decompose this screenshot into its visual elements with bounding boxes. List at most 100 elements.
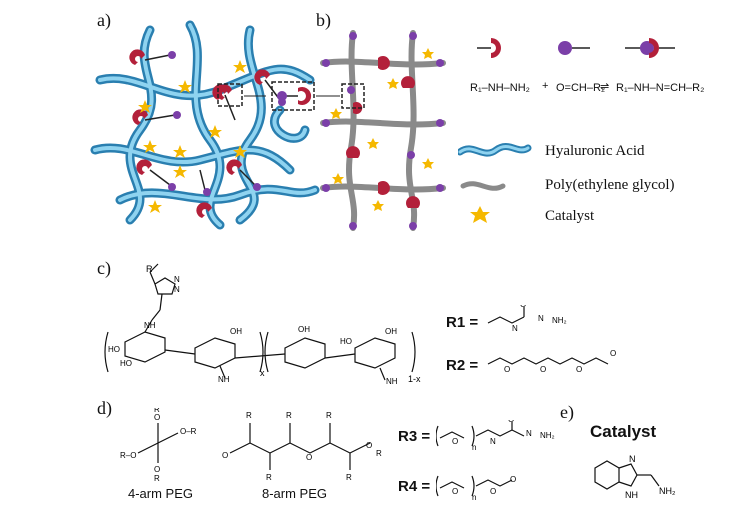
legend-shapes [477, 38, 675, 58]
svg-text:NH: NH [386, 377, 398, 386]
zoom-box-inset [271, 81, 315, 111]
svg-text:NH: NH [218, 375, 230, 384]
hydrazide-ends [322, 32, 444, 230]
svg-text:N: N [490, 437, 496, 446]
zoom-inset [244, 81, 340, 111]
ha-backbone-structure: R N N NH HO HO OH NH OH HO OH NH x 1-x [104, 263, 421, 386]
svg-text:NH: NH [144, 321, 156, 330]
zoom-box-a [217, 83, 243, 107]
reaction-aldehyde: O=CH–R₂ [556, 82, 606, 94]
sugar-ring-2 [194, 337, 236, 369]
catalyst-title: Catalyst [590, 422, 657, 441]
r1-label: R1 = [446, 314, 479, 331]
legend-catalyst-label: Catalyst [545, 208, 595, 224]
svg-text:O: O [490, 487, 496, 496]
r3-label: R3 = [398, 428, 431, 445]
svg-text:NH₂: NH₂ [552, 316, 567, 325]
r4-repeat-n: n [472, 493, 476, 502]
svg-text:R: R [376, 449, 382, 458]
svg-text:O: O [504, 365, 510, 374]
svg-text:N: N [174, 275, 180, 284]
svg-text:O: O [222, 451, 228, 460]
svg-text:N: N [174, 285, 180, 294]
svg-text:R: R [286, 411, 292, 420]
svg-text:HO: HO [120, 359, 132, 368]
r4-structure: O n O O [436, 475, 516, 502]
svg-text:O–R: O–R [180, 427, 197, 436]
peg-network [320, 30, 446, 231]
svg-text:O: O [520, 305, 526, 309]
crosslinks [129, 49, 286, 218]
triazole-ring [154, 277, 176, 295]
catalyst-n: N [629, 454, 636, 464]
panel-label-a: a) [97, 10, 111, 30]
svg-text:OH: OH [385, 327, 397, 336]
aldehyde-end [298, 87, 312, 105]
svg-text:O: O [510, 475, 516, 484]
panel-label-b: b) [316, 10, 331, 30]
ha-strands [90, 20, 320, 230]
panel-label-c: c) [97, 258, 111, 278]
legend-product-aldehyde-icon [649, 38, 659, 58]
legend-product-hydrazide-icon [640, 41, 654, 55]
svg-text:R: R [266, 473, 272, 482]
svg-text:N: N [512, 324, 518, 333]
eight-arm-peg-label: 8-arm PEG [262, 486, 328, 501]
r3-repeat-n: n [472, 443, 476, 452]
catalyst-nh2: NH₂ [659, 486, 676, 496]
zoom-box-b [341, 83, 365, 109]
svg-text:O: O [154, 465, 160, 474]
svg-text:O: O [154, 413, 160, 422]
legend-icons [458, 142, 532, 223]
svg-text:N: N [538, 314, 544, 323]
svg-text:OH: OH [298, 325, 310, 334]
reaction-plus: + [542, 80, 549, 92]
svg-text:HO: HO [340, 337, 352, 346]
hyaluronic-acid-network [90, 20, 320, 230]
hydrazide-end [277, 91, 287, 101]
reaction-equilibrium-arrow: ⇌ [600, 81, 610, 93]
svg-text:O: O [306, 453, 312, 462]
svg-text:O: O [452, 487, 458, 496]
svg-text:R: R [154, 474, 160, 483]
sugar-ring-4 [354, 337, 396, 369]
svg-text:R: R [246, 411, 252, 420]
svg-text:R–O: R–O [120, 451, 136, 460]
eight-arm-peg-structure: R R R O O O R R R [222, 411, 382, 482]
catalyst-stars-b [330, 48, 434, 211]
panel-label-e: e) [560, 402, 574, 422]
svg-text:R: R [154, 408, 160, 414]
svg-text:O: O [610, 349, 616, 358]
sugar-ring-1 [124, 331, 166, 363]
svg-text:O: O [508, 420, 514, 424]
svg-text:R: R [346, 473, 352, 482]
r4-label: R4 = [398, 478, 431, 495]
svg-text:N: N [526, 429, 532, 438]
catalyst-stars-a [138, 60, 247, 213]
legend-peg-icon [460, 181, 506, 191]
svg-text:OH: OH [230, 327, 242, 336]
aldehyde-ends [346, 56, 420, 208]
r2-structure: O O O O [487, 349, 616, 374]
svg-text:R: R [146, 264, 153, 274]
svg-text:O: O [540, 365, 546, 374]
svg-text:HO: HO [108, 345, 120, 354]
r2-label: R2 = [446, 357, 479, 374]
legend-hydrazide-icon [558, 41, 572, 55]
svg-text:R: R [326, 411, 332, 420]
legend-catalyst-star-icon [470, 206, 490, 223]
svg-text:NH₂: NH₂ [540, 431, 555, 440]
reaction-product: R₁–NH–N=CH–R₂ [616, 82, 705, 94]
sugar-ring-3 [284, 337, 326, 369]
svg-text:O: O [576, 365, 582, 374]
four-arm-peg-label: 4-arm PEG [128, 486, 194, 501]
subscript-1-x: 1-x [408, 374, 421, 384]
svg-text:O: O [452, 437, 458, 446]
benzimidazole-structure: N NH NH₂ [594, 454, 676, 500]
subscript-x: x [260, 368, 265, 378]
four-arm-peg-structure: O R O–R R–O O R [120, 408, 197, 483]
legend-peg-label: Poly(ethylene glycol) [545, 177, 675, 193]
panel-label-d: d) [97, 398, 112, 418]
r3-structure: O n O N N NH₂ [436, 420, 555, 452]
reaction-hydrazine: R₁–NH–NH₂ [470, 82, 530, 94]
